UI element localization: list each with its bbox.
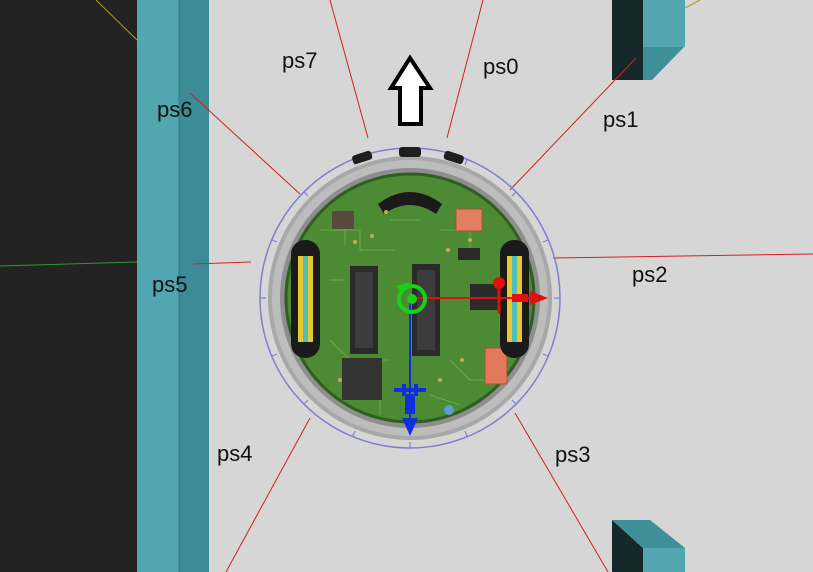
- sensor-label-ps2: ps2: [632, 262, 668, 287]
- sensor-ray-ps7: [329, 0, 369, 139]
- sensor-label-ps0: ps0: [483, 54, 519, 79]
- arrow-up-icon: [387, 54, 434, 126]
- front-sensor: [443, 150, 464, 165]
- sensor-ray-ps4: [225, 417, 311, 572]
- sensor-ray-ps0: [446, 0, 484, 139]
- world-axis-line: [95, 0, 138, 41]
- sensor-label-ps4: ps4: [217, 441, 253, 466]
- sensor-label-ps1: ps1: [603, 107, 639, 132]
- sensor-rays: [189, 0, 813, 572]
- sensor-label-ps6: ps6: [157, 97, 193, 122]
- pcb-connector: [484, 347, 508, 385]
- epuck-robot[interactable]: [259, 147, 561, 449]
- obstacle-bottom-right: [612, 520, 685, 572]
- sensor-ray-ps2: [552, 253, 813, 259]
- sensor-ray-ps5: [192, 261, 252, 265]
- left-wheel: [291, 240, 320, 358]
- sensor-ray-ps1: [509, 57, 637, 191]
- sensor-ray-ps6: [189, 92, 301, 195]
- x-axis-bar[interactable]: [512, 294, 528, 302]
- pcb-led: [444, 405, 454, 415]
- pcb-chip: [458, 248, 480, 260]
- sensor-label-ps3: ps3: [555, 442, 591, 467]
- z-axis-arrow[interactable]: [402, 418, 418, 436]
- transform-gizmo[interactable]: [394, 277, 548, 436]
- front-sensor: [399, 147, 421, 157]
- left-wall: [137, 0, 209, 572]
- z-rotation-handle[interactable]: [394, 384, 426, 396]
- front-sensor: [352, 150, 373, 165]
- world-axis-line: [0, 261, 138, 267]
- pcb-chip: [332, 211, 354, 229]
- sensor-ray-ps3: [514, 412, 609, 572]
- pcb-connector: [455, 208, 483, 232]
- sensor-label-ps7: ps7: [282, 48, 318, 73]
- obstacle-top-right: [612, 0, 701, 80]
- background-void: [0, 0, 137, 572]
- pcb-chip: [342, 358, 382, 400]
- pcb-arc: [378, 192, 442, 214]
- x-axis-arrow[interactable]: [530, 291, 548, 305]
- sensor-label-ps5: ps5: [152, 272, 188, 297]
- rotate-icon[interactable]: [396, 282, 427, 314]
